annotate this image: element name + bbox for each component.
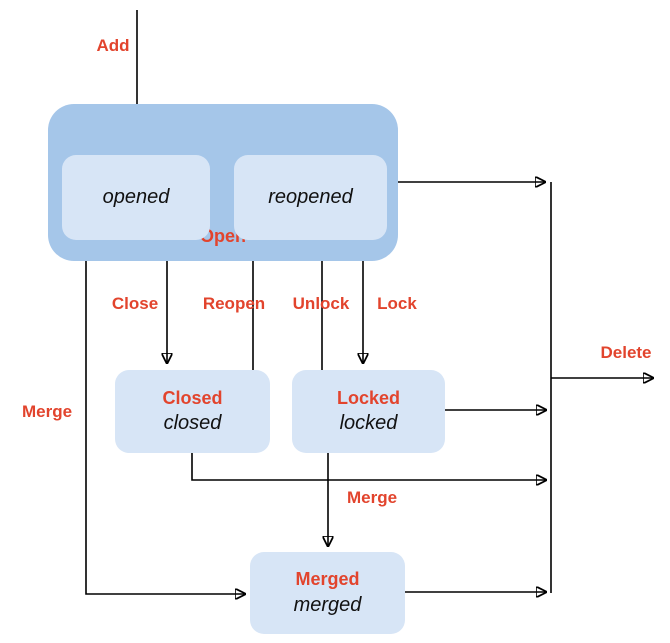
edge-label-unlock: Unlock bbox=[292, 294, 350, 313]
edge-label-delete: Delete bbox=[600, 343, 652, 362]
edge-label-lock: Lock bbox=[377, 294, 417, 313]
edge-label-close: Close bbox=[111, 294, 159, 313]
edge-label-add: Add bbox=[96, 36, 130, 55]
edge-closed-to-delete-arrow bbox=[191, 453, 546, 480]
edge-label-reopen: Reopen bbox=[202, 294, 266, 313]
state-reopened: reopened bbox=[234, 155, 387, 240]
edge-merge-left-arrow bbox=[85, 261, 245, 594]
edge-label-merge-left: Merge bbox=[21, 402, 73, 421]
state-closed: Closed closed bbox=[115, 370, 270, 453]
state-opened-label: opened bbox=[102, 186, 170, 208]
state-merged-label: merged bbox=[293, 593, 362, 616]
edge-label-merge-mid: Merge bbox=[346, 488, 398, 507]
state-reopened-label: reopened bbox=[268, 186, 353, 208]
state-merged-title: Merged bbox=[295, 569, 360, 590]
state-locked-title: Locked bbox=[336, 387, 401, 408]
state-locked: Locked locked bbox=[292, 370, 445, 453]
state-locked-label: locked bbox=[339, 412, 398, 435]
state-opened: opened bbox=[62, 155, 210, 240]
state-closed-title: Closed bbox=[162, 387, 223, 408]
state-closed-label: closed bbox=[163, 412, 222, 435]
state-merged: Merged merged bbox=[250, 552, 405, 634]
